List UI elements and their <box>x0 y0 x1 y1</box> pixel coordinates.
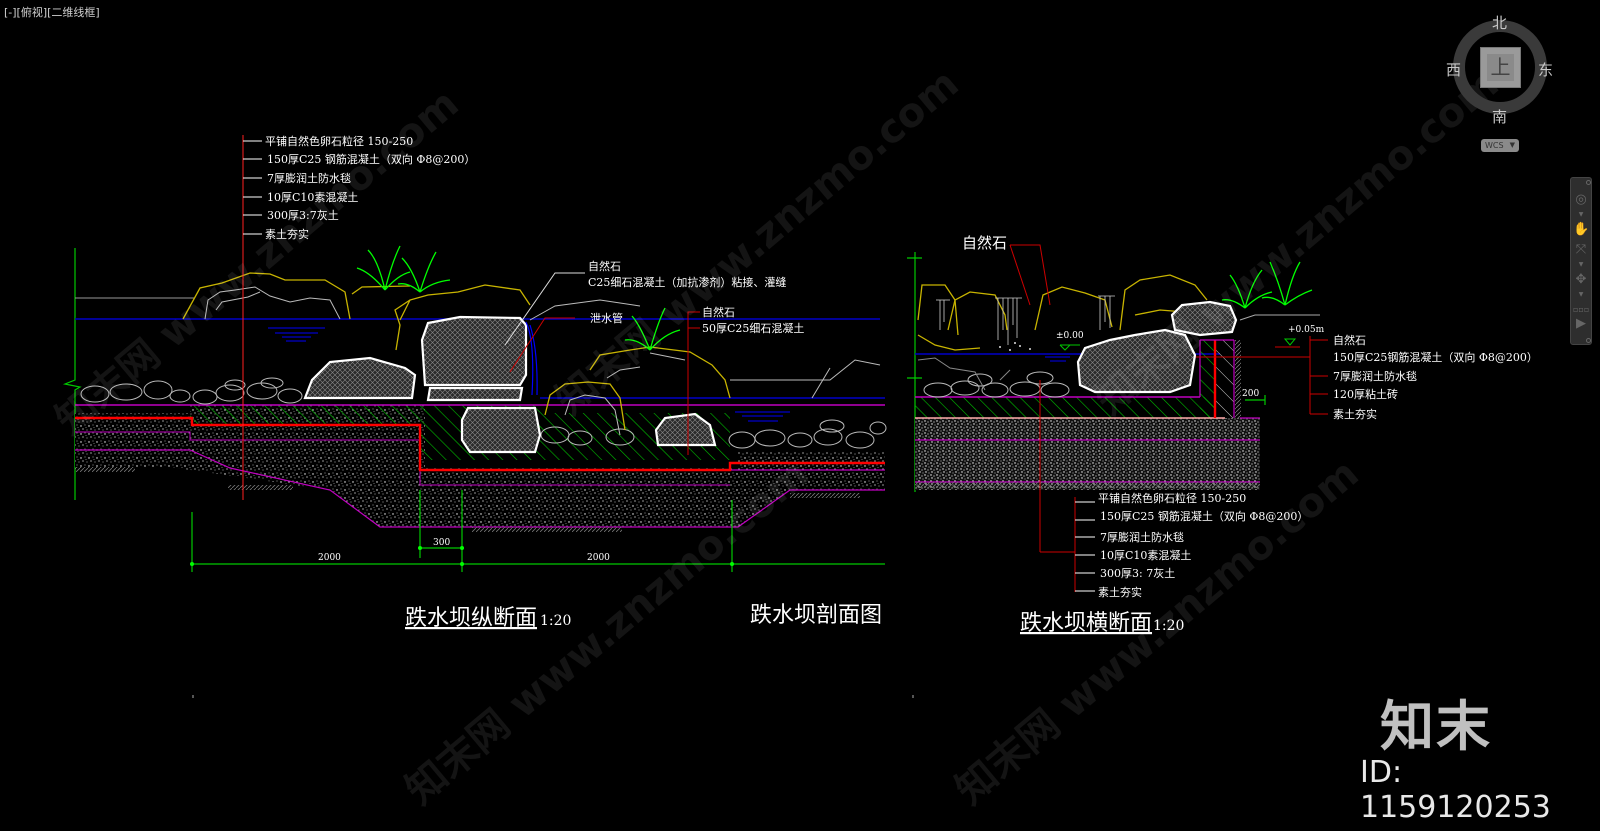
wall-callout-2: 150厚C25钢筋混凝土（双向 Φ8@200） <box>1333 350 1538 364</box>
left-callout-layer-2: 150厚C25 钢筋混凝土（双向 Φ8@200） <box>267 152 475 166</box>
wall-callout-1: 自然石 <box>1333 333 1366 347</box>
pan-hand-icon[interactable]: ✋ <box>1573 222 1590 237</box>
options-icon[interactable] <box>1586 338 1591 343</box>
compass-south[interactable]: 南 <box>1492 108 1508 126</box>
right-callout-layer-2: 150厚C25 钢筋混凝土（双向 Φ8@200） <box>1100 509 1308 523</box>
elevation-bank: +0.05m <box>1288 325 1325 335</box>
callout-stone-mortar-line1: 自然石 <box>588 259 621 273</box>
left-callout-layer-5: 300厚3:7灰土 <box>267 208 339 222</box>
wall-callout-3: 7厚膨润土防水毯 <box>1333 369 1417 383</box>
top-face-label: 上 <box>1487 54 1514 81</box>
asset-id: ID: 1159120253 <box>1360 755 1551 825</box>
navigation-bar[interactable]: ◎ ▼ ✋ ⤧ ▼ ✥ ▼ ▫▫▫ ▶ <box>1570 177 1592 345</box>
viewport-label[interactable]: [-][俯视][二维线框] <box>4 6 100 19</box>
plant-icon <box>1221 261 1313 309</box>
compass-north[interactable]: 北 <box>1492 14 1508 32</box>
dim-left-span: 2000 <box>318 553 341 563</box>
right-layer-callouts: 平铺自然色卵石粒径 150-250 150厚C25 钢筋混凝土（双向 Φ8@20… <box>1098 491 1308 599</box>
wall-callout-5: 素土夯实 <box>1333 407 1377 421</box>
left-callout-layer-4: 10厚C10素混凝土 <box>267 190 358 204</box>
chevron-down-icon[interactable]: ▼ <box>1578 261 1584 268</box>
right-section-title: 跌水坝横断面 <box>1020 611 1152 636</box>
steering-wheel-icon[interactable]: ◎ <box>1575 192 1587 207</box>
center-drawing-title: 跌水坝剖面图 <box>750 603 882 628</box>
compass-west[interactable]: 西 <box>1446 61 1462 79</box>
right-section-scale: 1:20 <box>1153 618 1184 634</box>
callout-stone-concrete-line2: 50厚C25细石混凝土 <box>702 321 804 335</box>
callout-stone-concrete-line1: 自然石 <box>702 305 735 319</box>
chevron-down-icon: ▼ <box>1509 141 1515 149</box>
left-callout-layer-6: 素土夯实 <box>265 227 309 241</box>
dim-step: 300 <box>433 538 450 548</box>
left-callout-layer-1: 平铺自然色卵石粒径 150-250 <box>265 134 413 148</box>
left-section-scale: 1:20 <box>540 613 571 629</box>
left-section-drawing <box>62 135 887 572</box>
right-callout-layer-5: 300厚3: 7灰土 <box>1100 566 1175 580</box>
dim-wall: 200 <box>1242 389 1259 399</box>
wcs-label: WCS <box>1485 141 1504 150</box>
close-icon[interactable] <box>1586 180 1591 185</box>
right-callout-top-stone: 自然石 <box>962 234 1007 252</box>
right-wall-callouts: 自然石 150厚C25钢筋混凝土（双向 Φ8@200） 7厚膨润土防水毯 120… <box>1333 333 1538 421</box>
right-callout-layer-6: 素土夯实 <box>1098 585 1142 599</box>
play-icon[interactable]: ▶ <box>1576 316 1586 331</box>
right-callout-layer-3: 7厚膨润土防水毯 <box>1100 530 1184 544</box>
chevron-down-icon[interactable]: ▼ <box>1578 211 1584 218</box>
left-section-title: 跌水坝纵断面 <box>405 606 537 631</box>
orbit-icon[interactable]: ✥ <box>1575 272 1587 287</box>
zoom-extents-icon[interactable]: ⤧ <box>1575 242 1587 257</box>
right-callout-layer-4: 10厚C10素混凝土 <box>1100 548 1191 562</box>
chevron-down-icon[interactable]: ▼ <box>1578 291 1584 298</box>
left-callout-layer-3: 7厚膨润土防水毯 <box>267 171 351 185</box>
view-cube-top-face[interactable]: 上 <box>1480 47 1521 88</box>
right-callout-layer-1: 平铺自然色卵石粒径 150-250 <box>1098 491 1246 505</box>
callout-drain-pipe: 泄水管 <box>590 311 623 325</box>
elevation-water: ±0.00 <box>1056 331 1084 341</box>
dim-right-span: 2000 <box>587 553 610 563</box>
callout-stone-mortar-line2: C25细石混凝土（加抗渗剂）粘接、灌缝 <box>588 275 786 289</box>
right-section-drawing <box>907 244 1328 592</box>
compass-east[interactable]: 东 <box>1538 61 1554 79</box>
plant-icon <box>356 245 681 351</box>
showmotion-frames-icon[interactable]: ▫▫▫ <box>1573 305 1590 314</box>
left-layer-callouts: 平铺自然色卵石粒径 150-250 150厚C25 钢筋混凝土（双向 Φ8@20… <box>265 134 475 241</box>
brand-logo: 知末 <box>1380 695 1492 758</box>
wall-callout-4: 120厚粘土砖 <box>1333 387 1398 401</box>
wcs-dropdown[interactable]: WCS ▼ <box>1481 139 1519 152</box>
